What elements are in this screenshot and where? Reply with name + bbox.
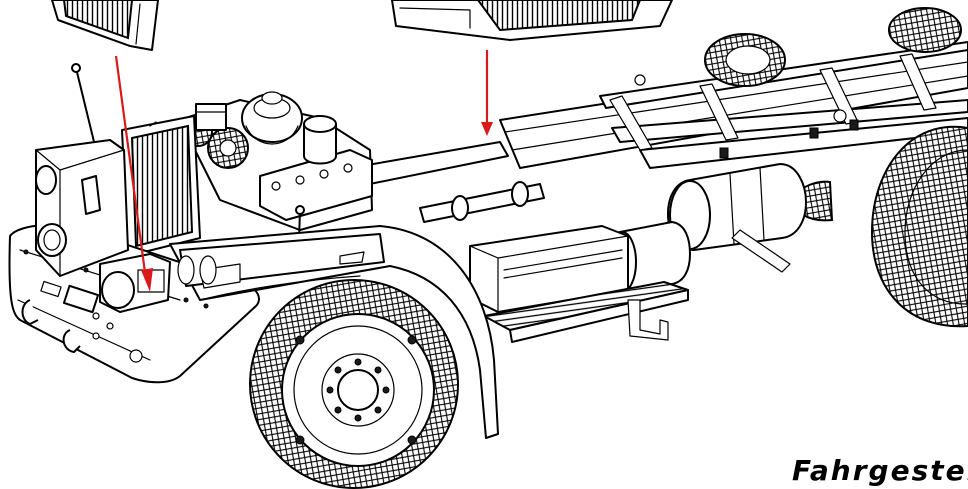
- detached-grille-part: [51, 0, 159, 51]
- front-wheel: [249, 279, 459, 489]
- air-tank-right: [667, 163, 807, 273]
- engine: [179, 91, 373, 231]
- assembly-arrow-left: [114, 55, 153, 292]
- headlight-housing: [35, 139, 129, 277]
- rear-wheel-lower: [788, 125, 968, 328]
- rear-wheel-upper: [704, 7, 962, 87]
- front-fender: [169, 225, 499, 439]
- caption-label: Fahrgestell: [792, 454, 968, 487]
- chassis-frame-rail: [499, 41, 968, 169]
- assembly-arrow-right: [481, 50, 493, 136]
- detached-hood-part: [391, 0, 673, 41]
- step-plate: [483, 281, 689, 343]
